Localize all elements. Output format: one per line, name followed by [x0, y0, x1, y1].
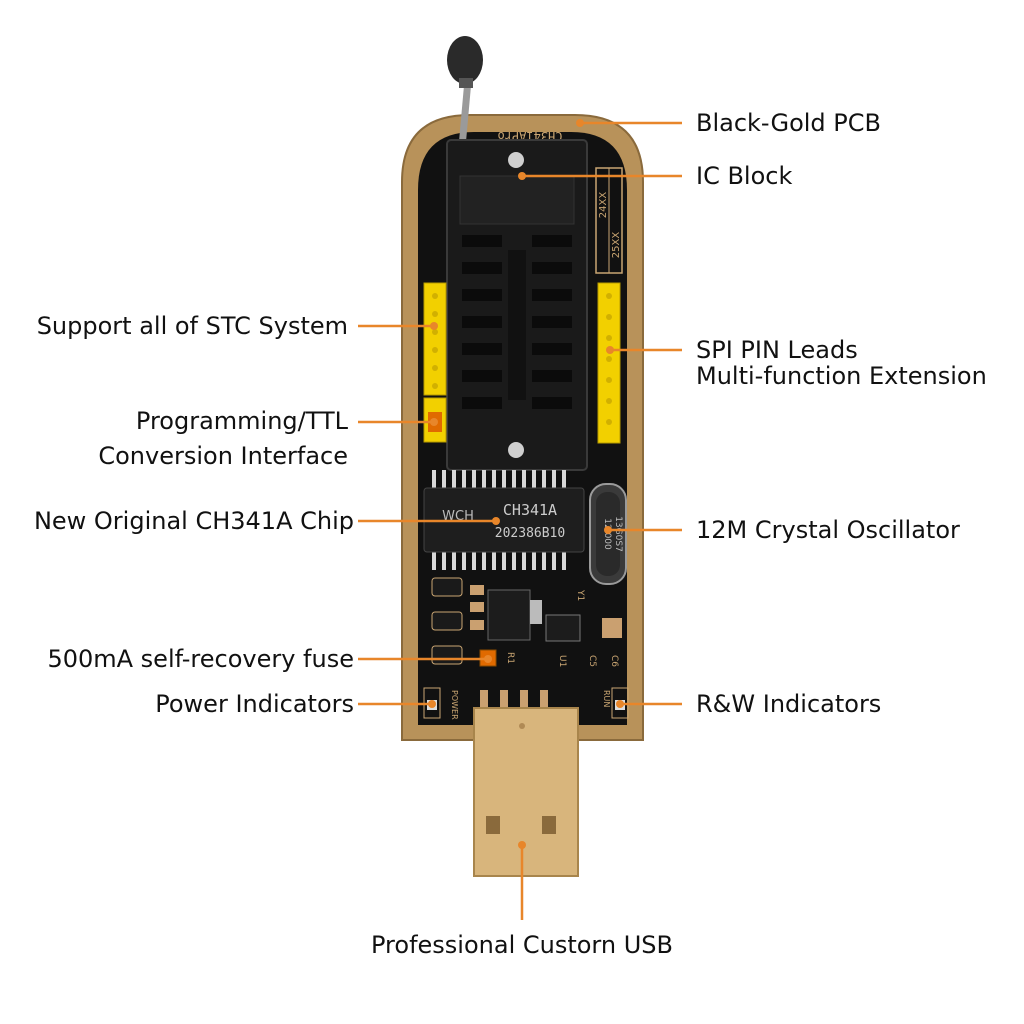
callout-ic-block: IC Block [696, 162, 793, 190]
socket-label-top: 24XX [598, 192, 609, 219]
callout-fuse: 500mA self-recovery fuse [47, 645, 354, 673]
callout-support-stc: Support all of STC System [36, 312, 348, 340]
chip-marking-2: 202386B10 [495, 526, 565, 541]
callout-black-gold-pcb: Black-Gold PCB [696, 109, 881, 137]
power-silk: POWER [450, 690, 459, 720]
callout-programming-line1: Programming/TTL [135, 407, 348, 435]
leader-lines [358, 121, 682, 920]
callout-programming-line2: Conversion Interface [98, 442, 348, 470]
callout-spi-pin-line1: SPI PIN Leads [696, 336, 858, 364]
crystal-marking-2: 13G0S7 [613, 516, 623, 552]
small-components: U1 C5 C6 [431, 577, 622, 667]
y1-silk: Y1 [575, 589, 585, 601]
callout-rw-indicators: R&W Indicators [696, 690, 882, 718]
leader-dots [428, 119, 624, 849]
spi-header [597, 282, 621, 444]
usb-connector [473, 690, 579, 877]
eeprom-silk-box: 24XX 25XX [595, 167, 623, 274]
callout-usb: Professional Custorn USB [371, 931, 673, 959]
ch341a-chip: WCH CH341A 202386B10 [423, 470, 585, 570]
c5-silk: C5 [587, 655, 597, 667]
run-silk: RUN [602, 690, 611, 707]
callout-ch341a-chip: New Original CH341A Chip [33, 507, 354, 535]
stc-header [423, 282, 447, 396]
c6-silk: C6 [609, 655, 619, 667]
u1-silk: U1 [557, 655, 567, 667]
r1-silk: R1 [505, 652, 515, 664]
callout-spi-pin-line2: Multi-function Extension [696, 362, 987, 390]
callout-power-indicators: Power Indicators [155, 690, 354, 718]
ic-block-socket [446, 139, 588, 471]
socket-label-bottom: 25XX [611, 232, 622, 259]
chip-marking-1: CH341A [503, 501, 557, 519]
callout-crystal: 12M Crystal Oscillator [696, 516, 960, 544]
crystal-marking-1: 12.000 [602, 518, 612, 550]
